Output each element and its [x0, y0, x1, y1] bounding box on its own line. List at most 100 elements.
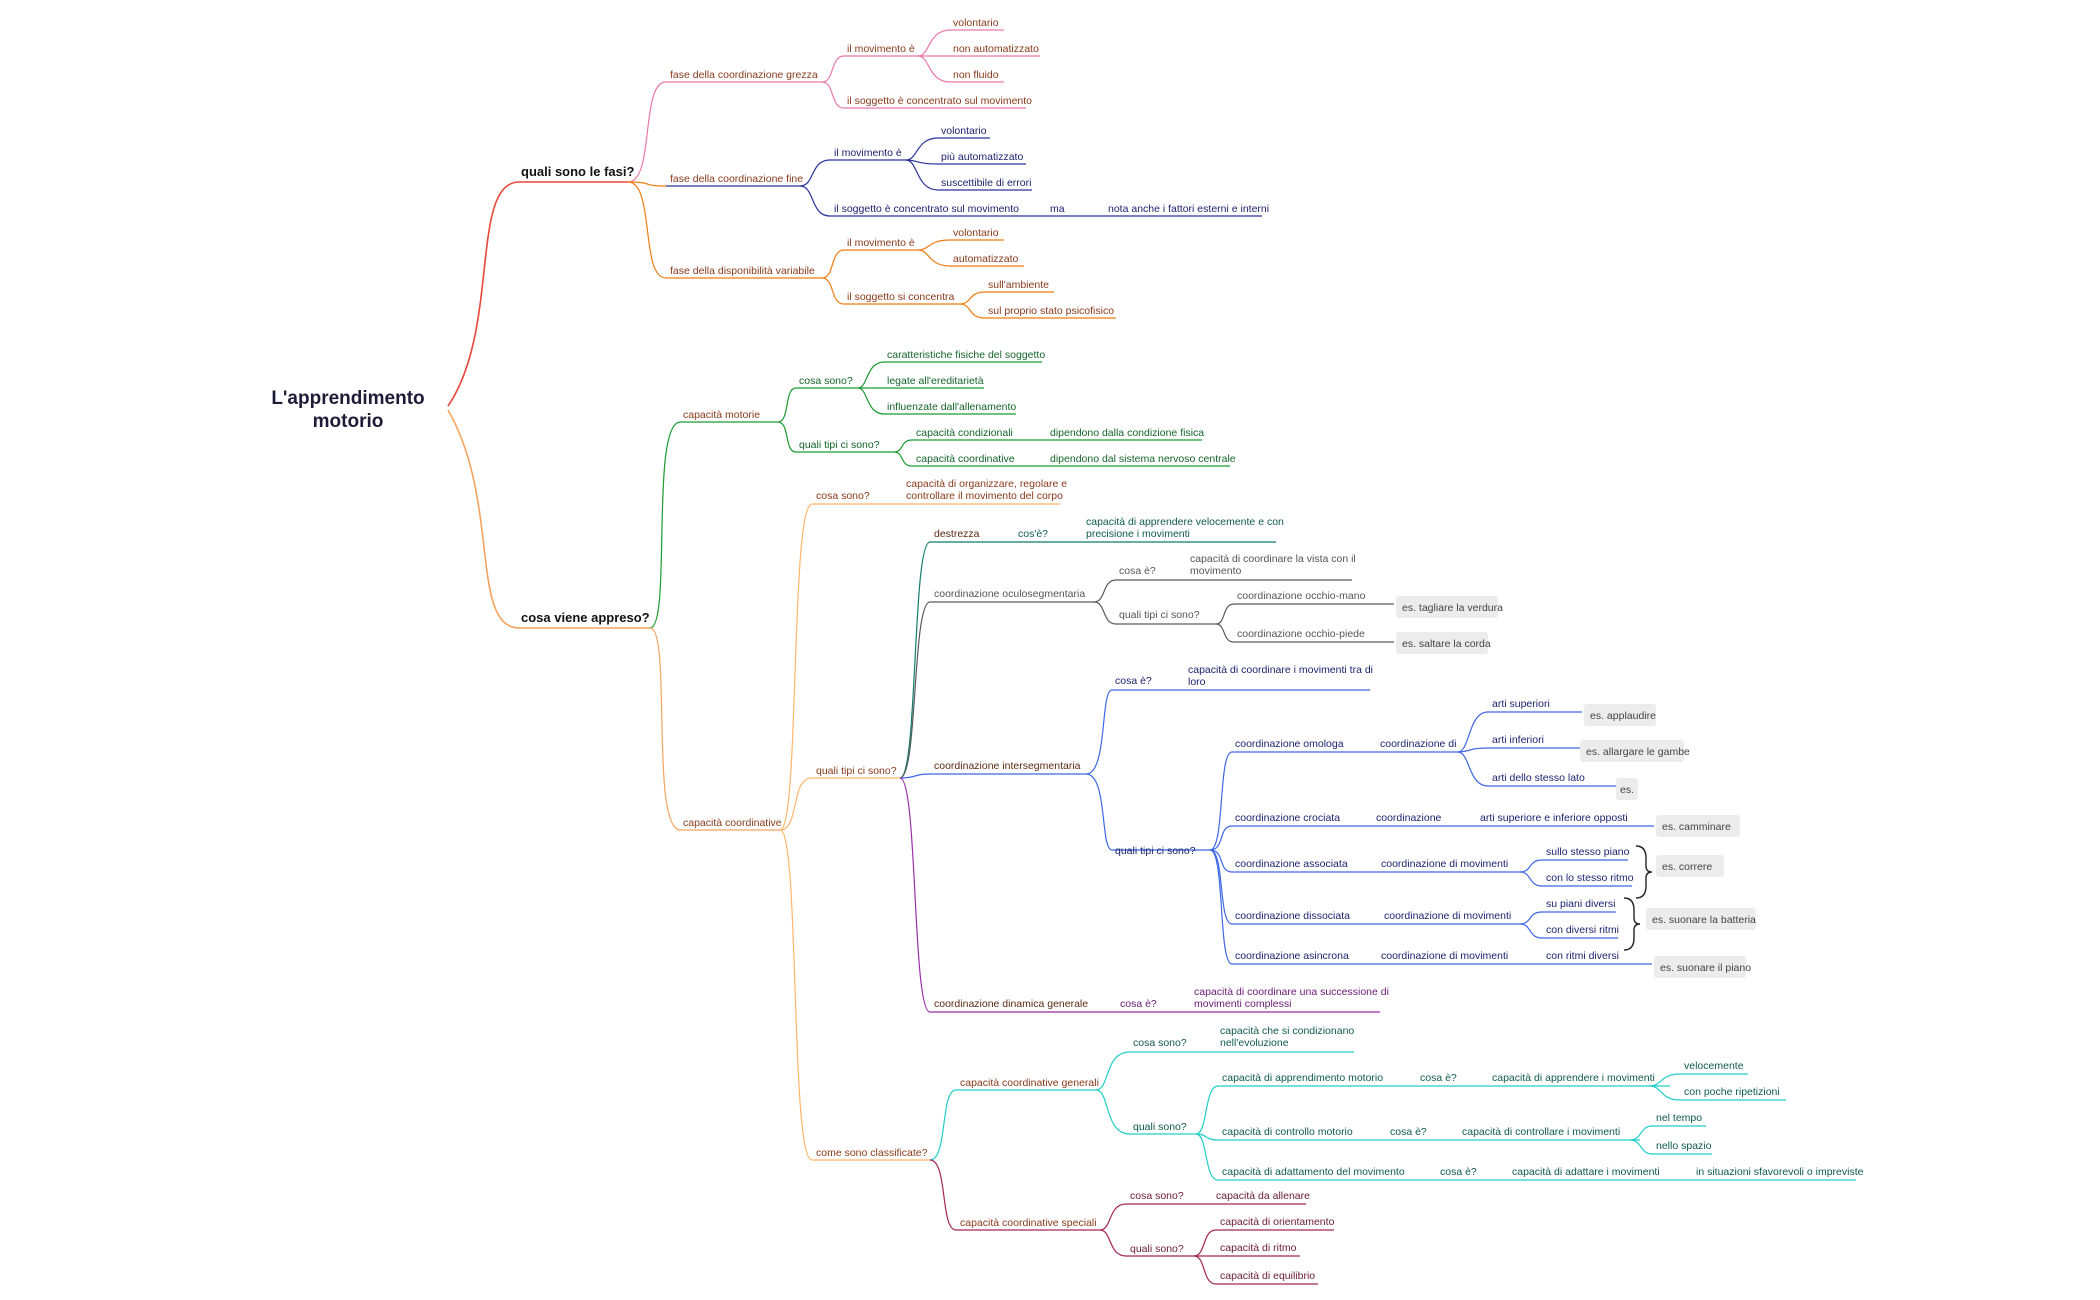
phase-grezza[interactable]: fase della coordinazione grezza	[670, 69, 818, 81]
crociata-c[interactable]: coordinazione	[1376, 812, 1442, 824]
oculo-desc-2[interactable]: movimento	[1190, 565, 1242, 577]
gen-cosa[interactable]: cosa sono?	[1133, 1037, 1187, 1049]
tag-associata-es[interactable]: es. correre	[1662, 861, 1712, 873]
ctrl-desc[interactable]: capacità di controllare i movimenti	[1462, 1126, 1620, 1138]
topic-appreso[interactable]: cosa viene appreso?	[521, 610, 650, 625]
oculo[interactable]: coordinazione oculosegmentaria	[934, 588, 1085, 600]
dissociata-i2[interactable]: con diversi ritmi	[1546, 924, 1619, 936]
classificate[interactable]: come sono classificate?	[816, 1147, 928, 1159]
ctrl-motorio[interactable]: capacità di controllo motorio	[1222, 1126, 1353, 1138]
motorie-cosa-item-1[interactable]: legate all'ereditarietà	[887, 375, 984, 387]
dinamica[interactable]: coordinazione dinamica generale	[934, 998, 1088, 1010]
arti-stesso-lato[interactable]: arti dello stesso lato	[1492, 772, 1585, 784]
associata[interactable]: coordinazione associata	[1235, 858, 1348, 870]
var-item-1[interactable]: automatizzato	[953, 253, 1019, 265]
dissociata-c[interactable]: coordinazione di movimenti	[1384, 910, 1511, 922]
grezza-item-2[interactable]: non fluido	[953, 69, 999, 81]
associata-i1[interactable]: sullo stesso piano	[1546, 846, 1630, 858]
fine-soggetto[interactable]: il soggetto è concentrato sul movimento	[834, 203, 1019, 215]
gen-cosa-desc-2[interactable]: nell'evoluzione	[1220, 1037, 1289, 1049]
arti-superiori[interactable]: arti superiori	[1492, 698, 1550, 710]
app-desc[interactable]: capacità di apprendere i movimenti	[1492, 1072, 1655, 1084]
associata-c[interactable]: coordinazione di movimenti	[1381, 858, 1508, 870]
var-mov-label[interactable]: il movimento è	[847, 237, 915, 249]
oculo-tipi[interactable]: quali tipi ci sono?	[1119, 609, 1200, 621]
motorie-cosa-item-2[interactable]: influenzate dall'allenamento	[887, 401, 1016, 413]
root-topic-line2[interactable]: motorio	[313, 411, 384, 432]
inter-tipi[interactable]: quali tipi ci sono?	[1115, 845, 1196, 857]
asincrona-c[interactable]: coordinazione di movimenti	[1381, 950, 1508, 962]
crociata-d[interactable]: arti superiore e inferiore opposti	[1480, 812, 1628, 824]
associata-i2[interactable]: con lo stesso ritmo	[1546, 872, 1634, 884]
generali[interactable]: capacità coordinative generali	[960, 1077, 1099, 1089]
dinamica-desc-2[interactable]: movimenti complessi	[1194, 998, 1291, 1010]
conc-item-0[interactable]: sull'ambiente	[988, 279, 1049, 291]
ctrl-i1[interactable]: nel tempo	[1656, 1112, 1702, 1124]
occhio-piede[interactable]: coordinazione occhio-piede	[1237, 628, 1365, 640]
asincrona[interactable]: coordinazione asincrona	[1235, 950, 1349, 962]
tag-dissociata-es[interactable]: es. suonare la batteria	[1652, 914, 1756, 926]
capacita-motorie[interactable]: capacità motorie	[683, 409, 760, 421]
spec-quali[interactable]: quali sono?	[1130, 1243, 1184, 1255]
motorie-tipi[interactable]: quali tipi ci sono?	[799, 439, 880, 451]
tag-occhio-piede-es[interactable]: es. saltare la corda	[1402, 638, 1491, 650]
inter[interactable]: coordinazione intersegmentaria	[934, 760, 1081, 772]
arti-inferiori[interactable]: arti inferiori	[1492, 734, 1544, 746]
spec-item-0[interactable]: capacità di orientamento	[1220, 1216, 1335, 1228]
spec-cosa[interactable]: cosa sono?	[1130, 1190, 1184, 1202]
capacita-condizionali[interactable]: capacità condizionali	[916, 427, 1013, 439]
coord-cosa-desc-2[interactable]: controllare il movimento del corpo	[906, 490, 1063, 502]
tag-arti-inf-es[interactable]: es. allargare le gambe	[1586, 746, 1690, 758]
tag-occhio-mano-es[interactable]: es. tagliare la verdura	[1402, 602, 1503, 614]
coord-cosa[interactable]: cosa sono?	[816, 490, 870, 502]
dinamica-desc-1[interactable]: capacità di coordinare una successione d…	[1194, 986, 1389, 998]
conc-item-1[interactable]: sul proprio stato psicofisico	[988, 305, 1114, 317]
spec-cosa-desc[interactable]: capacità da allenare	[1216, 1190, 1310, 1202]
phase-variabile[interactable]: fase della disponibilità variabile	[670, 265, 815, 277]
coord-cosa-desc-1[interactable]: capacità di organizzare, regolare e	[906, 478, 1067, 490]
grezza-mov-label[interactable]: il movimento è	[847, 43, 915, 55]
condizionali-desc[interactable]: dipendono dalla condizione fisica	[1050, 427, 1204, 439]
ctrl-i2[interactable]: nello spazio	[1656, 1140, 1712, 1152]
app-i2[interactable]: con poche ripetizioni	[1684, 1086, 1780, 1098]
grezza-item-1[interactable]: non automatizzato	[953, 43, 1039, 55]
fine-nota[interactable]: nota anche i fattori esterni e interni	[1108, 203, 1269, 215]
destrezza[interactable]: destrezza	[934, 528, 980, 540]
tag-crociata-es[interactable]: es. camminare	[1662, 821, 1731, 833]
ctrl-q[interactable]: cosa è?	[1390, 1126, 1427, 1138]
omologa-di[interactable]: coordinazione di	[1380, 738, 1456, 750]
fine-ma[interactable]: ma	[1050, 203, 1065, 215]
motorie-cosa[interactable]: cosa sono?	[799, 375, 853, 387]
app-motorio[interactable]: capacità di apprendimento motorio	[1222, 1072, 1383, 1084]
coordinative-desc[interactable]: dipendono dal sistema nervoso centrale	[1050, 453, 1236, 465]
grezza-soggetto[interactable]: il soggetto è concentrato sul movimento	[847, 95, 1032, 107]
inter-desc-1[interactable]: capacità di coordinare i movimenti tra d…	[1188, 664, 1373, 676]
fine-item-0[interactable]: volontario	[941, 125, 987, 137]
destrezza-desc-1[interactable]: capacità di apprendere velocemente e con	[1086, 516, 1284, 528]
tag-arti-lato-es[interactable]: es.	[1620, 784, 1634, 796]
adatt[interactable]: capacità di adattamento del movimento	[1222, 1166, 1405, 1178]
adatt-desc[interactable]: capacità di adattare i movimenti	[1512, 1166, 1660, 1178]
crociata[interactable]: coordinazione crociata	[1235, 812, 1340, 824]
gen-cosa-desc-1[interactable]: capacità che si condizionano	[1220, 1025, 1354, 1037]
omologa[interactable]: coordinazione omologa	[1235, 738, 1344, 750]
occhio-mano[interactable]: coordinazione occhio-mano	[1237, 590, 1366, 602]
spec-item-2[interactable]: capacità di equilibrio	[1220, 1270, 1315, 1282]
grezza-item-0[interactable]: volontario	[953, 17, 999, 29]
gen-quali[interactable]: quali sono?	[1133, 1121, 1187, 1133]
adatt-item[interactable]: in situazioni sfavorevoli o impreviste	[1696, 1166, 1864, 1178]
tag-arti-sup-es[interactable]: es. applaudire	[1590, 710, 1656, 722]
var-item-0[interactable]: volontario	[953, 227, 999, 239]
destrezza-q[interactable]: cos'è?	[1018, 528, 1048, 540]
adatt-q[interactable]: cosa è?	[1440, 1166, 1477, 1178]
dinamica-q[interactable]: cosa è?	[1120, 998, 1157, 1010]
topic-fasi[interactable]: quali sono le fasi?	[521, 164, 634, 179]
app-q[interactable]: cosa è?	[1420, 1072, 1457, 1084]
spec-item-1[interactable]: capacità di ritmo	[1220, 1242, 1297, 1254]
dissociata-i1[interactable]: su piani diversi	[1546, 898, 1615, 910]
inter-cosa[interactable]: cosa è?	[1115, 675, 1152, 687]
root-topic-line1[interactable]: L'apprendimento	[271, 388, 424, 409]
fine-item-2[interactable]: suscettibile di errori	[941, 177, 1031, 189]
oculo-desc-1[interactable]: capacità di coordinare la vista con il	[1190, 553, 1356, 565]
inter-desc-2[interactable]: loro	[1188, 676, 1206, 688]
